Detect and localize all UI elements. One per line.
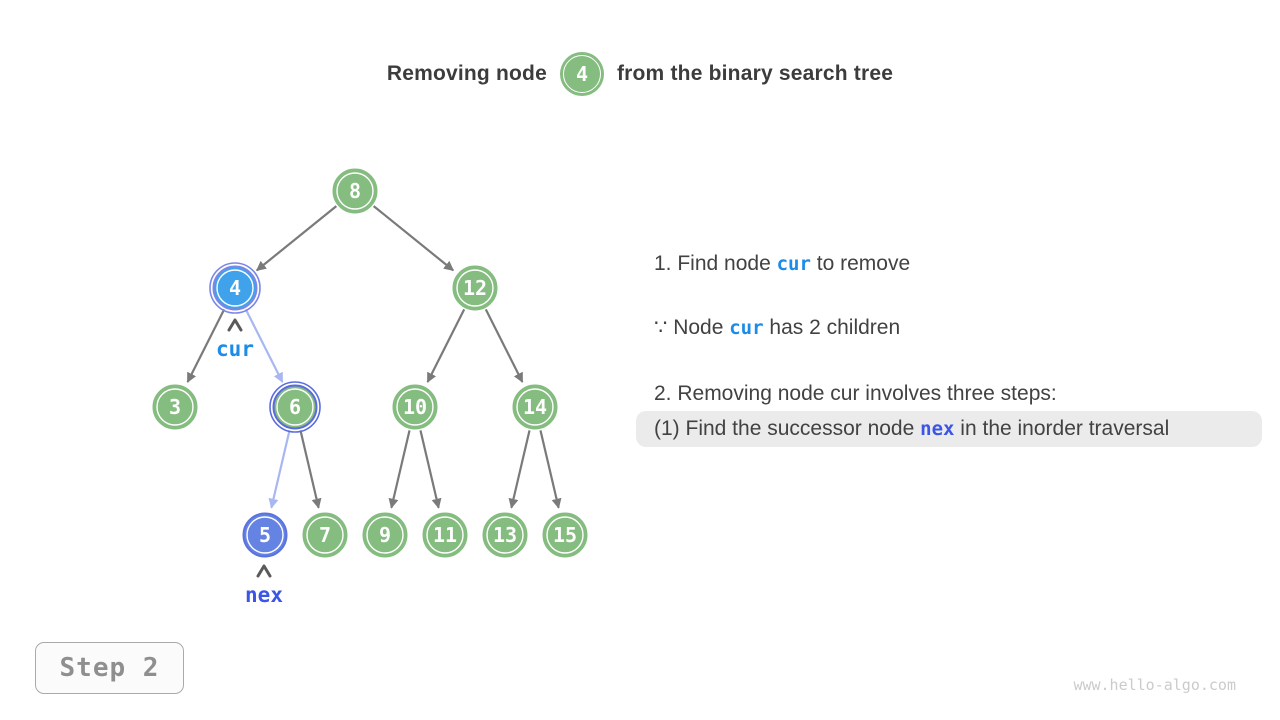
title-prefix: Removing node — [386, 62, 547, 85]
keyword-cur: cur — [776, 253, 811, 275]
tree-node-value: 9 — [379, 523, 391, 547]
pointer-cur: cur — [216, 318, 254, 361]
tree-node-value: 6 — [289, 395, 301, 419]
figure-title: Removing node 4 from the binary search t… — [0, 52, 1280, 96]
tree-edge-10-11 — [419, 430, 442, 509]
tree-node-5: 5 — [242, 512, 288, 558]
tree-node-9: 9 — [362, 512, 408, 558]
tree-edge-4-6 — [244, 308, 284, 383]
tree-node-value: 10 — [403, 395, 427, 419]
tree-node-12: 12 — [452, 265, 498, 311]
instruction-text: 2. Removing node cur involves three step… — [654, 382, 1057, 405]
tree-node-8: 8 — [332, 168, 378, 214]
tree-node-6: 6 — [269, 381, 321, 433]
instruction-text: in the inorder traversal — [954, 417, 1170, 440]
tree-node-value: 8 — [349, 179, 361, 203]
tree-node-value: 12 — [463, 276, 487, 300]
tree-edge-6-5 — [268, 430, 291, 509]
tree-edge-12-14 — [484, 308, 524, 383]
title-suffix: from the binary search tree — [616, 62, 894, 85]
instruction-text: to remove — [810, 252, 911, 275]
tree-node-value: 7 — [319, 523, 331, 547]
tree-node-4: 4 — [209, 262, 261, 314]
tree-edge-8-12 — [372, 205, 455, 272]
tree-edge-12-10 — [426, 308, 466, 383]
instruction-line: 2. Removing node cur involves three step… — [636, 381, 1262, 407]
tree-edge-14-15 — [539, 430, 562, 509]
tree-edge-6-7 — [299, 430, 322, 509]
instruction-panel: 1. Find node cur to remove ∵ Node cur has… — [636, 251, 1262, 447]
tree-node-value: 3 — [169, 395, 181, 419]
step-badge: Step 2 — [35, 642, 184, 694]
instruction-line: 1. Find node cur to remove — [636, 251, 1262, 277]
title-node-value: 4 — [575, 62, 588, 86]
pointer-label-cur: cur — [216, 337, 254, 361]
tree-node-value: 11 — [433, 523, 457, 547]
tree-node-value: 4 — [229, 276, 241, 300]
step-label: Step 2 — [59, 653, 160, 683]
instruction-text: ∵ Node — [654, 316, 730, 339]
tree-node-15: 15 — [542, 512, 588, 558]
instruction-text: (1) Find the successor node — [654, 417, 921, 440]
pointer-caret-up-icon — [227, 318, 243, 332]
keyword-nex: nex — [920, 418, 955, 440]
title-node-inner-ring — [562, 55, 601, 93]
tree-node-value: 15 — [553, 523, 577, 547]
tree-edge-10-9 — [388, 430, 411, 509]
tree-edge-8-4 — [255, 205, 338, 272]
instruction-line-highlighted: (1) Find the successor node nex in the i… — [636, 411, 1262, 447]
tree-node-13: 13 — [482, 512, 528, 558]
tree-node-11: 11 — [422, 512, 468, 558]
tree-node-value: 5 — [259, 523, 271, 547]
pointer-caret-up-icon — [256, 564, 272, 578]
tree-edge-4-3 — [186, 308, 226, 383]
tree-node-10: 10 — [392, 384, 438, 430]
keyword-cur: cur — [729, 317, 764, 339]
tree-node-14: 14 — [512, 384, 558, 430]
tree-node-value: 13 — [493, 523, 517, 547]
tree-node-3: 3 — [152, 384, 198, 430]
instruction-text: has 2 children — [763, 316, 901, 339]
title-node-circle: 4 — [559, 52, 604, 96]
tree-node-7: 7 — [302, 512, 348, 558]
watermark: www.hello-algo.com — [1073, 676, 1236, 694]
pointer-nex: nex — [245, 564, 283, 607]
tree-node-value: 14 — [523, 395, 547, 419]
pointer-label-nex: nex — [245, 583, 283, 607]
instruction-line: ∵ Node cur has 2 children — [636, 315, 1262, 341]
tree-edge-14-13 — [508, 430, 531, 509]
instruction-text: 1. Find node — [654, 252, 777, 275]
